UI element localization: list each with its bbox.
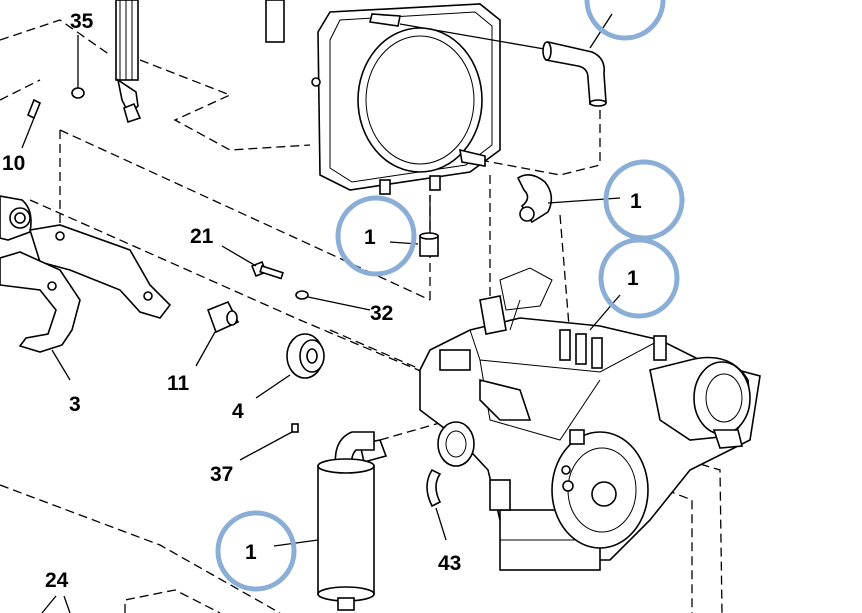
- label-11: 11: [167, 372, 190, 395]
- pulley-4: [255, 333, 325, 399]
- callout-circle-muffler: [215, 510, 297, 592]
- washer-32: [295, 290, 371, 311]
- muffler: [273, 431, 388, 611]
- callout-label-engine: 1: [627, 267, 639, 290]
- label-24: 24: [45, 569, 69, 592]
- label-21: 21: [190, 225, 214, 248]
- callout-circle-engine: [598, 237, 680, 319]
- label-35: 35: [70, 10, 94, 33]
- callout-circle-top: [584, 0, 666, 41]
- radiator-fan-shroud: [311, 3, 551, 195]
- drain-valve: [389, 195, 439, 257]
- alternator: [0, 195, 32, 241]
- key-37: [239, 423, 299, 461]
- callout-label-muffler: 1: [245, 541, 257, 564]
- mounting-bracket: [0, 224, 172, 381]
- radiator-core-edge: [115, 0, 285, 124]
- label-10: 10: [2, 152, 25, 175]
- callout-label-hose: 1: [630, 190, 642, 213]
- label-43: 43: [438, 552, 461, 575]
- leader-24: [41, 595, 71, 613]
- fitting-10: [21, 98, 42, 149]
- callout-circle-drain: [335, 195, 417, 277]
- label-32: 32: [370, 302, 393, 325]
- bolt-21: [221, 245, 284, 280]
- callout-circles: [215, 0, 685, 592]
- part-labels: 35 10 21 32 11 4 3 37 43 24 1 1 1 1: [2, 10, 642, 592]
- callout-label-drain: 1: [364, 226, 376, 249]
- callout-circle-hose: [603, 159, 685, 241]
- label-37: 37: [210, 463, 233, 486]
- label-3: 3: [69, 393, 81, 416]
- bushing-11: [195, 300, 240, 367]
- engine-block: [419, 267, 761, 571]
- washer-35: [71, 35, 85, 99]
- belt-43: [426, 468, 447, 541]
- label-4: 4: [232, 400, 244, 423]
